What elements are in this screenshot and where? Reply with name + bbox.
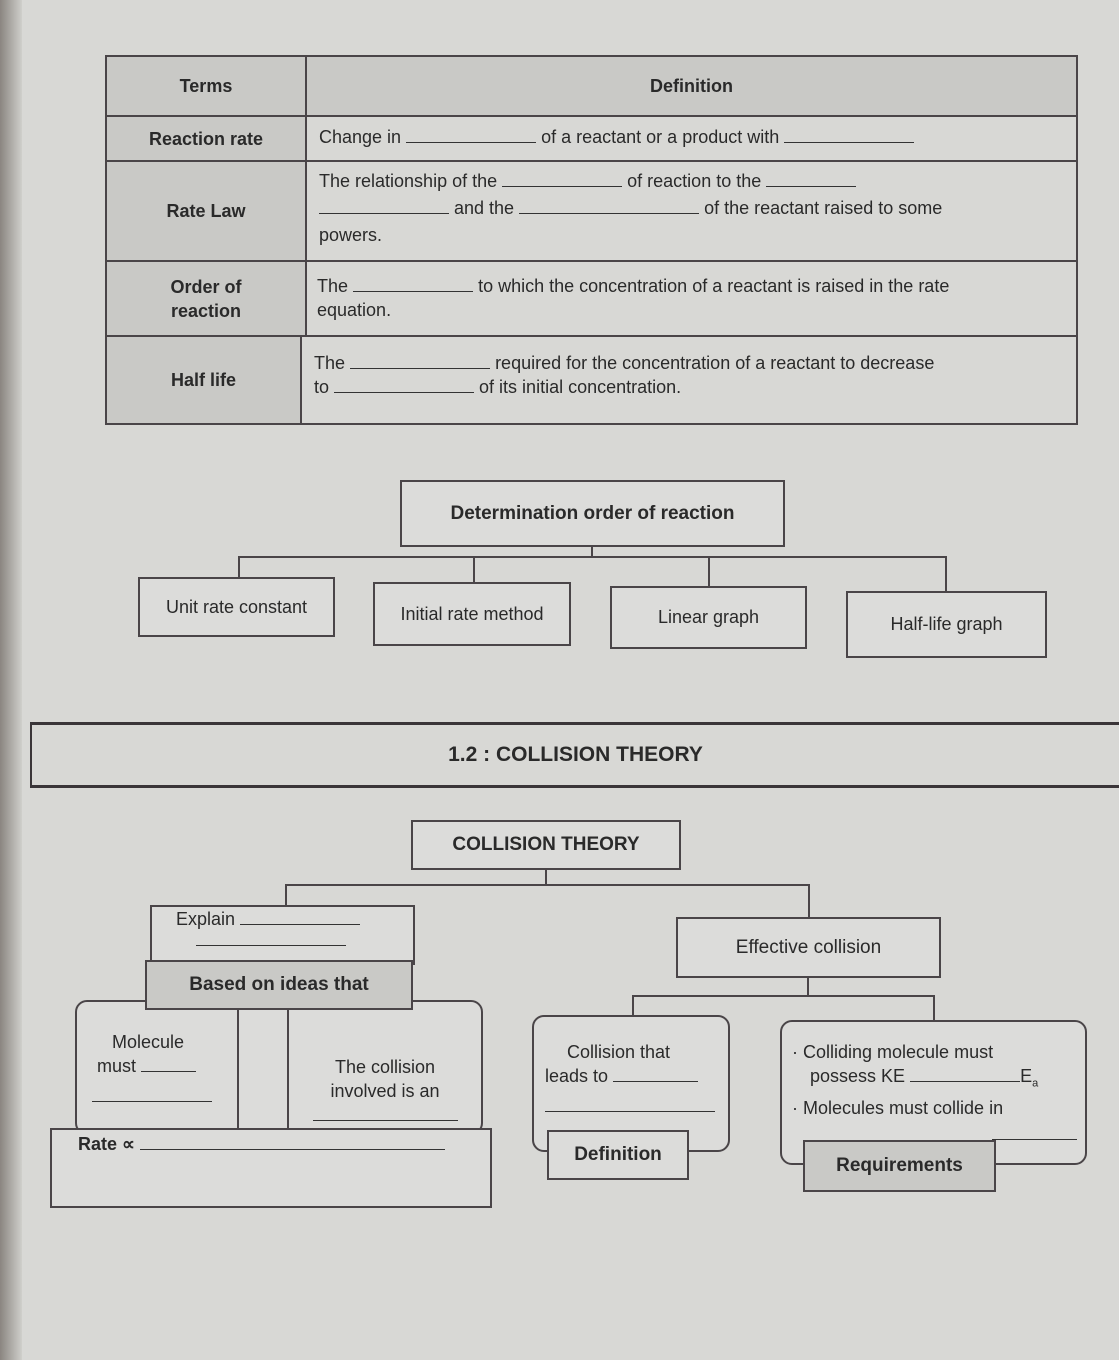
definition-header: Definition (307, 57, 1076, 117)
term-half-life: Half life (107, 337, 302, 423)
page-edge-shadow (0, 0, 22, 1360)
requirements-label-box: Requirements (803, 1140, 996, 1192)
method-unit-rate-constant: Unit rate constant (138, 577, 335, 637)
definition-half-life: The required for the concentration of a … (314, 353, 935, 397)
effective-collision-box: Effective collision (676, 917, 941, 978)
answer-blank[interactable] (92, 1087, 212, 1102)
definition-rate-law: The relationship of the of reaction to t… (307, 162, 1076, 262)
answer-blank[interactable] (784, 128, 915, 143)
connector (591, 547, 593, 557)
connector (285, 884, 287, 906)
definition-reaction-rate: Change in of a reactant or a product wit… (307, 117, 1076, 162)
collision-leads-box (532, 1015, 730, 1152)
collision-leads-text: Collision that leads to (545, 1040, 725, 1118)
connector (285, 884, 810, 886)
divider (237, 1005, 239, 1130)
definition-order-of-reaction: The to which the concentration of a reac… (307, 262, 1076, 337)
collision-involved-text: The collision involved is an (300, 1055, 470, 1127)
answer-blank[interactable] (992, 1125, 1077, 1140)
based-on-ideas-box: Based on ideas that (145, 960, 413, 1010)
connector (238, 556, 947, 558)
answer-blank[interactable] (545, 1097, 715, 1112)
answer-blank[interactable] (519, 199, 700, 214)
term-rate-law: Rate Law (107, 162, 307, 262)
rate-proportional-box: Rate ∝ (50, 1128, 492, 1208)
answer-blank[interactable] (196, 931, 346, 946)
connector (708, 556, 710, 587)
requirements-text: · Colliding molecule must possess KE Ea … (792, 1040, 1082, 1146)
answer-blank[interactable] (353, 277, 474, 292)
method-initial-rate: Initial rate method (373, 582, 571, 646)
connector (808, 884, 810, 918)
answer-blank[interactable] (312, 1106, 458, 1121)
answer-blank[interactable] (766, 172, 857, 187)
answer-blank[interactable] (910, 1067, 1021, 1082)
term-reaction-rate: Reaction rate (107, 117, 307, 162)
terms-header: Terms (107, 57, 307, 117)
connector (632, 995, 935, 997)
connector (945, 556, 947, 592)
answer-blank[interactable] (613, 1067, 699, 1082)
connector (933, 995, 935, 1021)
answer-blank[interactable] (334, 378, 475, 393)
connector (807, 978, 809, 996)
connector (473, 556, 475, 583)
answer-blank[interactable] (406, 128, 537, 143)
answer-blank[interactable] (240, 910, 361, 925)
section-banner: 1.2 : COLLISION THEORY (30, 722, 1119, 788)
answer-blank[interactable] (502, 172, 623, 187)
determination-order-box: Determination order of reaction (400, 480, 785, 547)
method-half-life-graph: Half-life graph (846, 591, 1047, 658)
collision-theory-box: COLLISION THEORY (411, 820, 681, 870)
divider (287, 1005, 289, 1130)
explain-box: Explain (150, 905, 415, 965)
connector (632, 995, 634, 1015)
answer-blank[interactable] (319, 199, 449, 214)
terms-table: Terms Definition Reaction rate Change in… (105, 55, 1078, 425)
term-order-of-reaction: Order of reaction (107, 262, 307, 337)
answer-blank[interactable] (350, 354, 491, 369)
answer-blank[interactable] (139, 1135, 445, 1150)
definition-label-box: Definition (547, 1130, 689, 1180)
molecule-must-text: Molecule must (82, 1030, 232, 1108)
answer-blank[interactable] (141, 1057, 197, 1072)
method-linear-graph: Linear graph (610, 586, 807, 649)
connector (238, 556, 240, 578)
connector (545, 870, 547, 886)
